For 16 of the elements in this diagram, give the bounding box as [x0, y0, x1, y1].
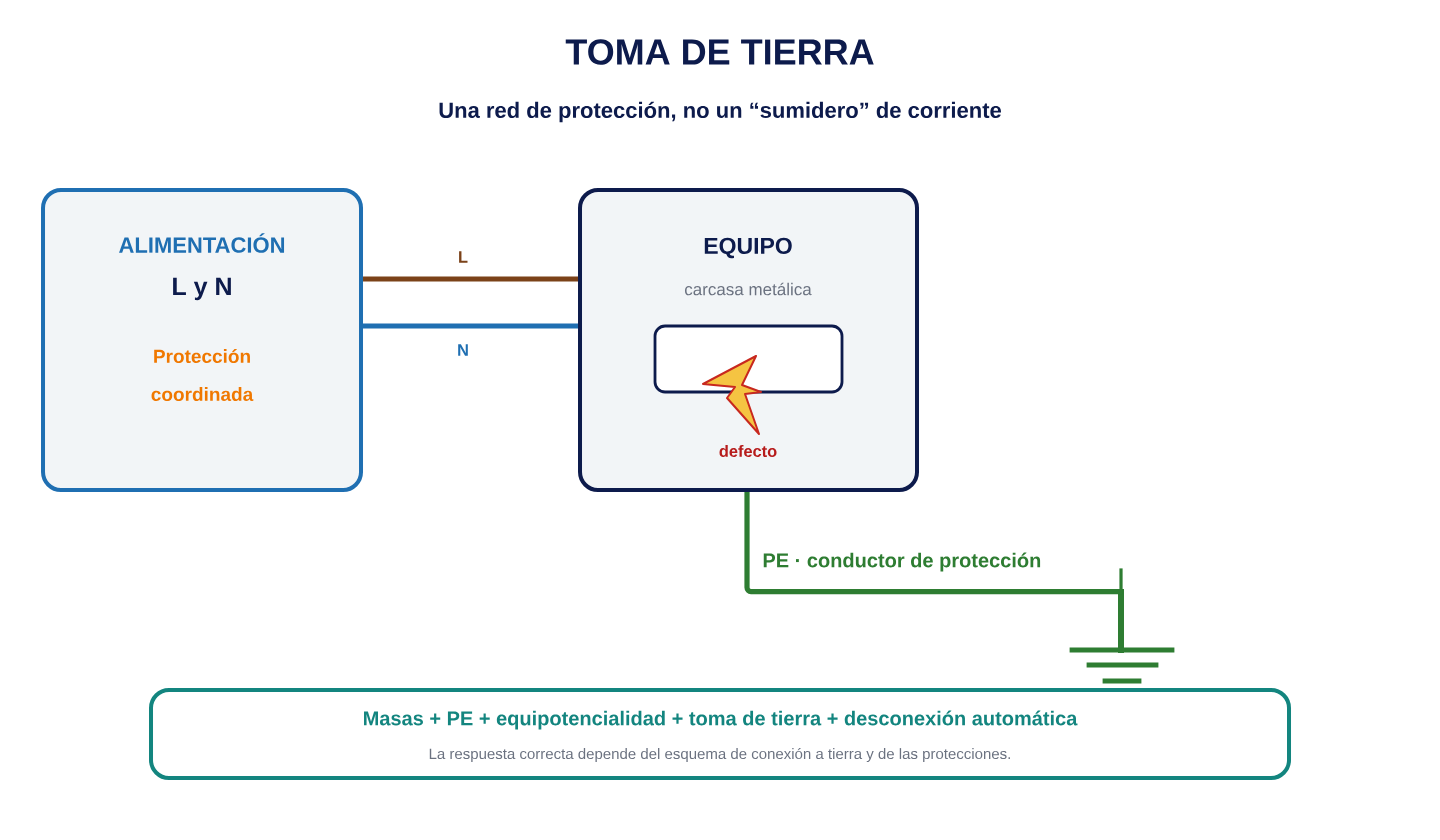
- box-heading: EQUIPO: [704, 237, 792, 259]
- edge-label: PE · conductor de protección: [760, 550, 1044, 574]
- box-text: La respuesta correcta depende del esquema de conexión a tierra y de las protecciones.: [429, 747, 1010, 763]
- ground-symbol: [1069, 568, 1175, 684]
- box-heading: Masas + PE + equipotencialidad + toma de tierra + desconexión automática: [364, 710, 1078, 730]
- edge-label: N: [455, 342, 471, 358]
- box-text: carcasa metálica: [684, 282, 812, 296]
- edge-label: L: [456, 249, 470, 265]
- box-text: L y N: [173, 277, 231, 301]
- title: TOMA DE TIERRA: [565, 39, 874, 65]
- conductor: [363, 276, 578, 282]
- box-text: Protección coordinada: [151, 348, 254, 402]
- box-heading: ALIMENTACIÓN: [119, 233, 285, 253]
- box-text: defecto: [719, 444, 777, 457]
- conductor: [363, 323, 578, 329]
- subtitle: Una red de protección, no un “sumidero” de corriente: [439, 101, 1001, 123]
